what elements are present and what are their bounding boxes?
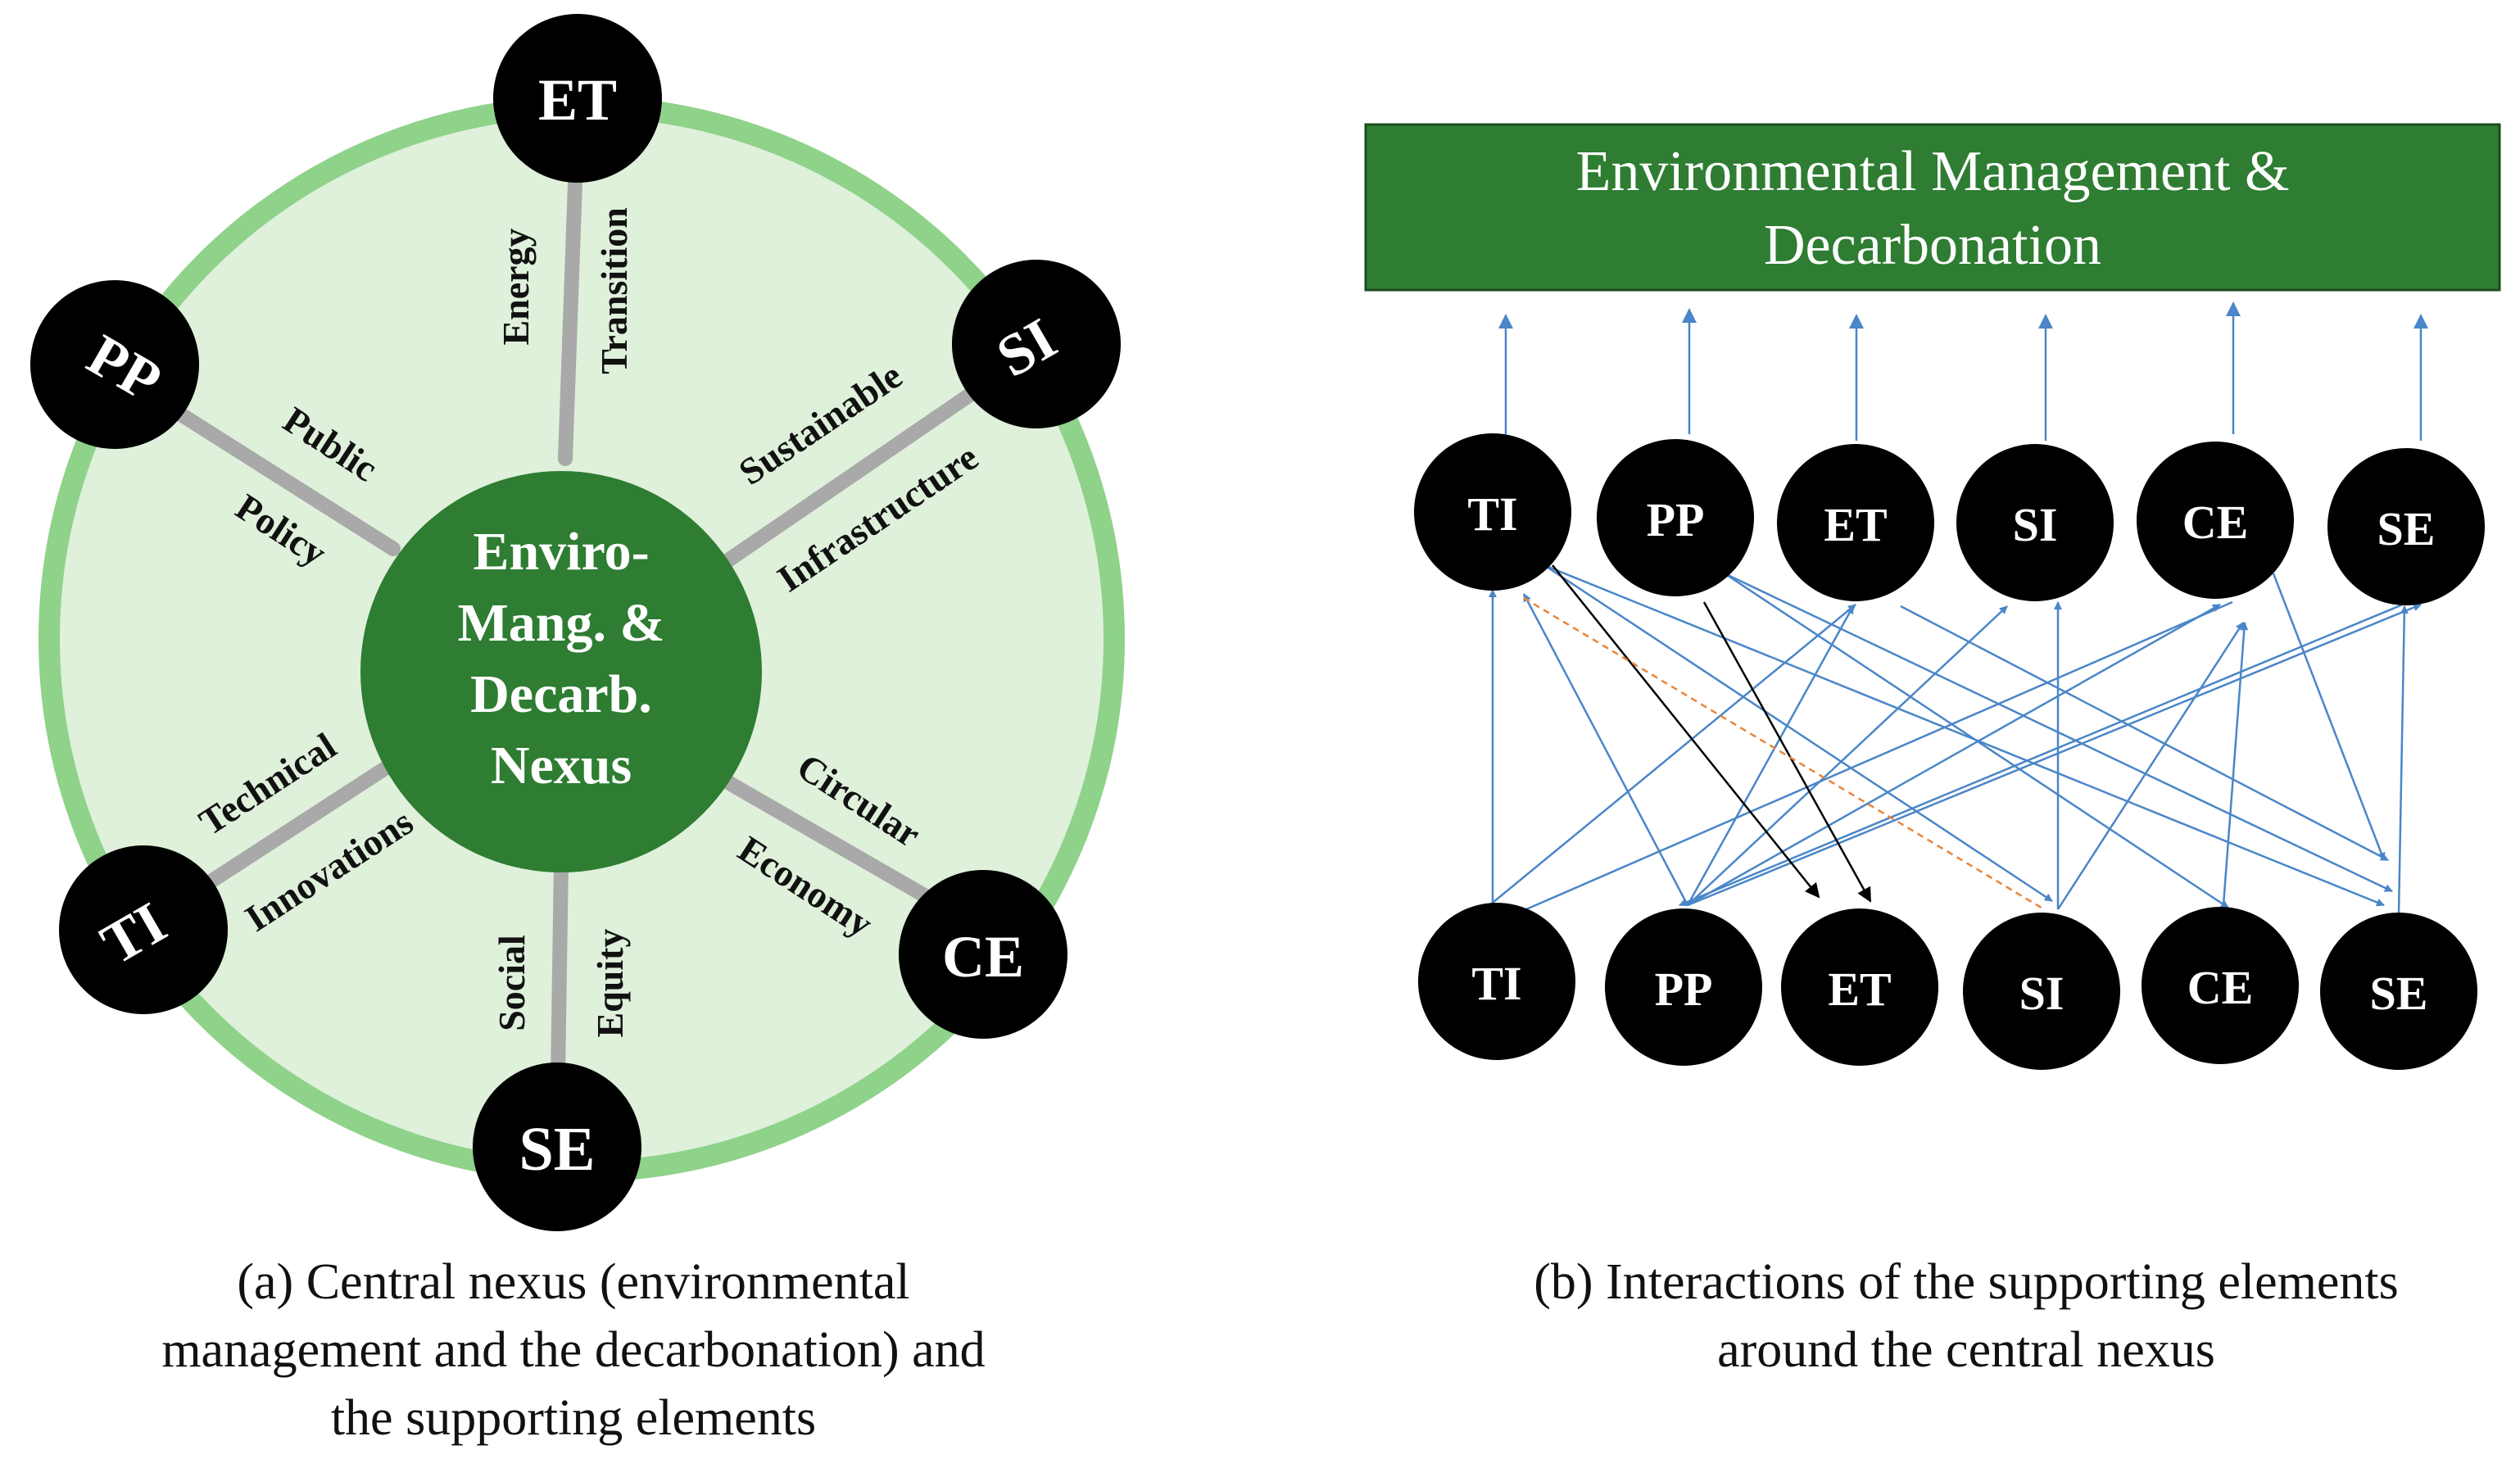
arrow-orange-dashed (1523, 596, 2045, 911)
caption-a-line-1: (a) Central nexus (environmental (237, 1254, 909, 1310)
central-hub (360, 471, 762, 872)
hub-line-2: Mang. & (458, 593, 665, 653)
top-node-pp: PP (1597, 439, 1754, 596)
arrow-top-ce-bottom-ti (1507, 600, 2233, 919)
svg-text:SI: SI (2019, 967, 2064, 1020)
svg-text:TI: TI (1467, 487, 1517, 541)
svg-text:SI: SI (2013, 498, 2058, 551)
bottom-node-et: ET (1781, 908, 1938, 1066)
panel-b-interactions: Environmental Management & Decarbonation (1364, 123, 2501, 1378)
arrow-top-pp-se (1724, 572, 2393, 893)
top-node-si: SI (1956, 444, 2114, 601)
svg-text:CE: CE (2182, 496, 2249, 549)
arrow-top-ti-si (1543, 564, 2053, 903)
spoke-label-transition: Transition (593, 207, 635, 374)
arrow-top-ce-se (2272, 573, 2386, 861)
spoke-label-energy: Energy (495, 228, 537, 345)
svg-text:SE: SE (519, 1115, 596, 1184)
arrow-top-ti-se (1543, 564, 2385, 907)
svg-text:CE: CE (942, 924, 1024, 990)
banner (1364, 123, 2501, 292)
svg-text:TI: TI (1471, 957, 1521, 1010)
svg-text:CE: CE (2187, 961, 2254, 1014)
node-ce: CE (899, 870, 1067, 1039)
bottom-node-ti: TI (1418, 903, 1575, 1060)
spoke-pp (140, 386, 401, 556)
svg-text:ET: ET (1824, 498, 1887, 551)
svg-text:PP: PP (1655, 963, 1713, 1016)
arrow-top-se-bottom-pp (1679, 600, 2409, 907)
panel-a-nexus-wheel: Enviro- Mang. & Decarb. Nexus Energy Tra… (30, 14, 1125, 1446)
arrow-ti-et (1474, 604, 1856, 918)
top-node-et: ET (1777, 444, 1934, 601)
caption-a-line-3: the supporting elements (331, 1390, 816, 1446)
bottom-node-si: SI (1963, 913, 2120, 1070)
svg-text:SE: SE (2377, 502, 2436, 555)
arrow-se-se (2397, 605, 2409, 914)
svg-text:SE: SE (2370, 967, 2428, 1020)
arrow-pp-ti (1522, 593, 1689, 906)
node-et: ET (493, 14, 662, 183)
hub-line-4: Nexus (491, 736, 632, 795)
bottom-node-se: SE (2320, 913, 2477, 1070)
black-arrows (1552, 564, 1872, 903)
banner-arrows (1498, 301, 2428, 441)
caption-b-line-2: around the central nexus (1717, 1322, 2215, 1378)
spokes (140, 107, 1027, 1138)
svg-text:ET: ET (538, 67, 617, 133)
caption-b-line-1: (b) Interactions of the supporting eleme… (1534, 1254, 2398, 1310)
arrow-pp-se (1687, 603, 2422, 907)
interaction-arrows (1474, 564, 2422, 919)
arrow-black-pp-et (1702, 601, 1872, 903)
top-node-se: SE (2327, 448, 2485, 605)
svg-text:PP: PP (1647, 493, 1705, 546)
arrow-pp-ce (1687, 603, 2221, 907)
banner-line-1: Environmental Management & (1576, 140, 2290, 203)
top-node-ti: TI (1414, 433, 1571, 591)
spoke-ce (714, 771, 970, 925)
arrow-black-ti-et (1552, 564, 1820, 899)
spoke-label-social: Social (491, 935, 533, 1031)
arrow-pp-si (1687, 605, 2008, 906)
bottom-node-pp: PP (1605, 908, 1762, 1066)
bottom-node-ce: CE (2142, 907, 2299, 1064)
node-pp: PP (30, 280, 199, 449)
node-se: SE (473, 1062, 641, 1231)
hub-line-1: Enviro- (473, 522, 649, 582)
spoke-label-equity: Equity (589, 929, 631, 1038)
arrow-top-et-se (1900, 605, 2389, 862)
banner-line-2: Decarbonation (1764, 214, 2101, 277)
svg-text:ET: ET (1828, 963, 1891, 1016)
top-node-ce: CE (2137, 442, 2294, 599)
caption-a-line-2: management and the decarbonation) and (161, 1322, 985, 1378)
hub-line-3: Decarb. (470, 664, 652, 724)
arrow-top-pp-ce (1724, 572, 2229, 909)
node-si: SI (952, 260, 1121, 428)
node-ti: TI (59, 845, 228, 1014)
arrow-pp-et (1686, 605, 1855, 906)
arrow-si-ce (2056, 622, 2245, 910)
arrow-ce-ce (2222, 622, 2249, 906)
